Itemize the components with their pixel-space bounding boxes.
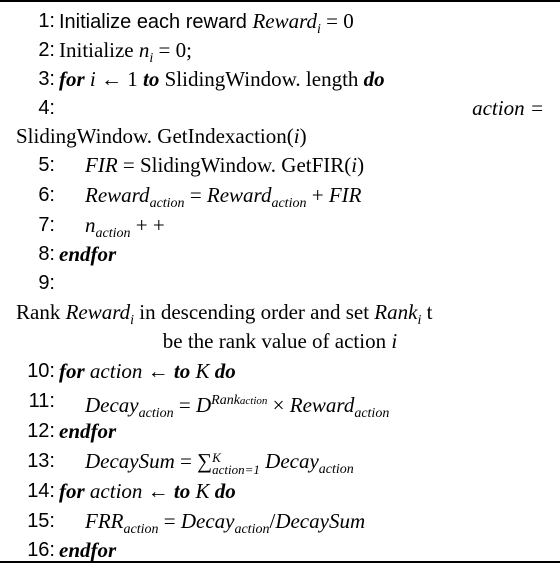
line-number: 7: (38, 214, 55, 236)
line-content: be the rank value of action i (162, 329, 398, 353)
algo-line-9: 9: (0, 268, 560, 298)
line-number: 4: (38, 97, 55, 119)
line-number: 2: (38, 39, 55, 61)
line-number: 8: (38, 243, 55, 265)
algo-line-15: 15: FRRaction = Decayaction/DecaySum (0, 506, 560, 537)
line-content: Rewardaction = Rewardaction + FIR (85, 183, 362, 211)
algo-line-4: 4: action = (0, 93, 560, 123)
line-number: 9: (38, 272, 55, 294)
line-number: 12: (27, 420, 55, 442)
line-content: FIR = SlidingWindow. GetFIR(i) (85, 153, 365, 177)
line-number: 11: (28, 390, 55, 412)
algo-line-3: 3: for i ← 1 to SlidingWindow. length do (0, 64, 560, 94)
line-content: for action ← to K do (59, 479, 236, 503)
line-content: FRRaction = Decayaction/DecaySum (85, 509, 366, 537)
algo-line-8: 8: endfor (0, 239, 560, 269)
algo-line-11: 11: Decayaction = DRankaction × Rewardac… (0, 386, 560, 421)
line-number: 1: (38, 10, 55, 32)
line-content: Initialize each reward Rewardi = 0 (59, 9, 354, 37)
line-number: 16: (27, 539, 55, 561)
algo-line-1: 1: Initialize each reward Rewardi = 0 (0, 6, 560, 37)
line-content-right: action = (472, 96, 544, 120)
algo-line-6: 6: Rewardaction = Rewardaction + FIR (0, 180, 560, 211)
line-number: 13: (27, 450, 55, 472)
line-content: Decayaction = DRankaction × Rewardaction (85, 393, 390, 421)
line-content: SlidingWindow. GetIndexaction(i) (16, 124, 307, 148)
line-content: endfor (59, 538, 117, 562)
line-content: endfor (59, 419, 117, 443)
algo-line-4-continued: SlidingWindow. GetIndexaction(i) (0, 121, 560, 151)
line-content: for i ← 1 to SlidingWindow. length do (59, 67, 385, 91)
algo-line-9-wrap1: Rank Rewardi in descending order and set… (0, 297, 560, 328)
algo-line-14: 14: for action ← to K do (0, 476, 560, 506)
line-content: naction + + (85, 213, 165, 241)
line-number: 14: (27, 480, 55, 502)
algo-line-7: 7: naction + + (0, 210, 560, 241)
line-content: Rank Rewardi in descending order and set… (16, 300, 433, 328)
line-number: 5: (38, 154, 55, 176)
line-content: Initialize ni = 0; (59, 38, 192, 66)
line-content: for action ← to K do (59, 359, 236, 383)
line-number: 15: (27, 510, 55, 532)
line-content: endfor (59, 242, 117, 266)
algo-line-5: 5: FIR = SlidingWindow. GetFIR(i) (0, 150, 560, 180)
algo-line-2: 2: Initialize ni = 0; (0, 35, 560, 66)
line-number: 10: (27, 360, 55, 382)
algo-line-9-wrap2: be the rank value of action i (0, 326, 560, 356)
algo-line-12: 12: endfor (0, 416, 560, 446)
line-number: 6: (38, 184, 55, 206)
algo-line-10: 10: for action ← to K do (0, 356, 560, 386)
line-number: 3: (38, 68, 55, 90)
algo-line-16: 16: endfor (0, 535, 560, 565)
